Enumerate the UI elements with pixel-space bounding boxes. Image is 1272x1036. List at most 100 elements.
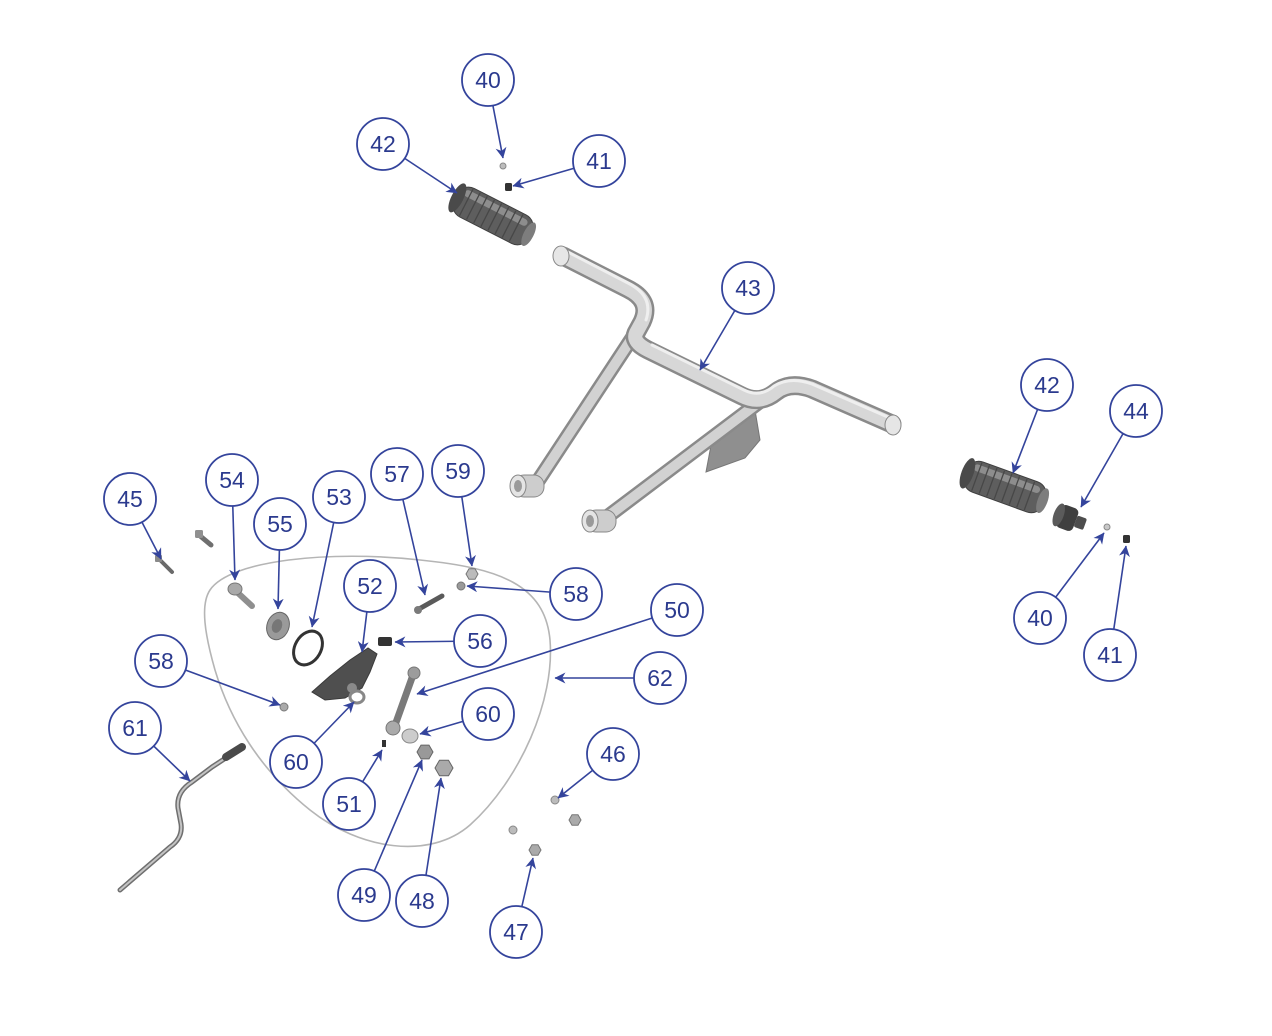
callout-number: 40 <box>475 67 501 93</box>
callout-circle <box>395 874 449 928</box>
part-51 <box>382 740 386 747</box>
callout-circle <box>356 117 410 171</box>
callout-53: 53 <box>308 470 366 628</box>
handlebar-right-end <box>884 414 902 436</box>
callout-60-left: 60 <box>269 701 355 789</box>
callout-58-left: 58 <box>134 634 281 707</box>
callout-40-top: 40 <box>461 53 515 159</box>
part-49-nut <box>416 744 434 760</box>
callout-54: 54 <box>205 453 259 581</box>
callout-46: 46 <box>557 727 640 799</box>
callout-circle <box>549 567 603 621</box>
grip-flange <box>959 458 976 489</box>
callout-number: 41 <box>1097 642 1123 668</box>
part-50-rod <box>385 666 421 736</box>
part-45-bolt <box>195 530 214 548</box>
callout-45: 45 <box>103 472 162 560</box>
callout-circle <box>461 687 515 741</box>
callout-41-top: 41 <box>512 134 626 189</box>
callout-51: 51 <box>322 749 383 831</box>
part-46-small <box>550 795 560 805</box>
cable-end-fitting <box>222 743 246 761</box>
part-40-right <box>1103 523 1111 531</box>
callout-47: 47 <box>489 857 543 959</box>
grip-end <box>1036 488 1050 514</box>
callout-circle <box>633 651 687 705</box>
grip-ribs <box>458 188 524 242</box>
left-grip <box>448 183 537 246</box>
callout-circle <box>453 614 507 668</box>
callouts: 40 42 41 43 42 44 40 <box>103 53 1163 959</box>
part-60-washer-right <box>401 728 419 744</box>
callout-number: 40 <box>1027 605 1053 631</box>
callout-50: 50 <box>416 583 704 697</box>
callout-circle <box>337 868 391 922</box>
callout-circle <box>370 447 424 501</box>
callout-number: 58 <box>563 581 589 607</box>
callout-59: 59 <box>431 444 485 567</box>
lever-outline <box>203 555 552 848</box>
part-58-left <box>279 702 289 712</box>
callout-circle <box>1013 591 1067 645</box>
handlebar-right-mount <box>581 509 617 533</box>
callout-number: 48 <box>409 888 435 914</box>
grip-ribs <box>971 462 1036 511</box>
callout-44-bar-end: 44 <box>1080 384 1163 508</box>
callout-circle <box>586 727 640 781</box>
part-47-nut <box>528 844 542 856</box>
callout-circle <box>1109 384 1163 438</box>
callout-circle <box>1083 628 1137 682</box>
callout-circle <box>572 134 626 188</box>
callout-number: 49 <box>351 882 377 908</box>
callout-number: 45 <box>117 486 143 512</box>
callout-60-right: 60 <box>419 687 515 741</box>
callout-number: 44 <box>1123 398 1149 424</box>
callout-circle <box>205 453 259 507</box>
callout-number: 42 <box>1034 372 1060 398</box>
handlebar-left-leg <box>531 321 645 489</box>
callout-circle <box>650 583 704 637</box>
part-48-nut <box>434 759 454 777</box>
callout-number: 53 <box>326 484 352 510</box>
callout-circle <box>322 777 376 831</box>
callout-48: 48 <box>395 777 449 928</box>
callout-number: 43 <box>735 275 761 301</box>
part-47-small <box>508 825 518 835</box>
callout-circle <box>343 559 397 613</box>
callout-42-left-grip: 42 <box>356 117 458 194</box>
handlebar-left-mount <box>509 474 545 498</box>
callout-55: 55 <box>253 497 307 610</box>
callout-circle <box>489 905 543 959</box>
callout-43-handlebar: 43 <box>699 261 775 371</box>
part-52-lever-body <box>311 647 378 701</box>
callout-number: 52 <box>357 573 383 599</box>
part-46-nut <box>568 814 582 826</box>
callout-42-right-grip: 42 <box>1011 358 1074 474</box>
callout-circle <box>721 261 775 315</box>
handlebar-bar <box>556 249 899 431</box>
callout-number: 46 <box>600 741 626 767</box>
callout-number: 61 <box>122 715 148 741</box>
callout-circle <box>134 634 188 688</box>
handlebar-left-end <box>552 245 570 267</box>
grip-flange <box>448 183 467 213</box>
part-61-cable <box>117 743 246 893</box>
callout-41-right: 41 <box>1083 545 1137 682</box>
callout-40-right: 40 <box>1013 532 1105 645</box>
handlebar-highlight <box>564 249 892 420</box>
grip-highlight <box>464 190 528 226</box>
callout-circle <box>269 735 323 789</box>
callout-number: 58 <box>148 648 174 674</box>
callout-number: 59 <box>445 458 471 484</box>
part-59-nut <box>465 568 479 580</box>
callout-circle <box>108 701 162 755</box>
part-41-top <box>505 183 512 191</box>
callout-circle <box>461 53 515 107</box>
callout-number: 60 <box>475 701 501 727</box>
callout-number: 51 <box>336 791 362 817</box>
part-45-screw <box>155 555 174 574</box>
grip-end <box>521 222 537 246</box>
callout-61: 61 <box>108 701 191 782</box>
part-55-disc <box>266 611 290 641</box>
